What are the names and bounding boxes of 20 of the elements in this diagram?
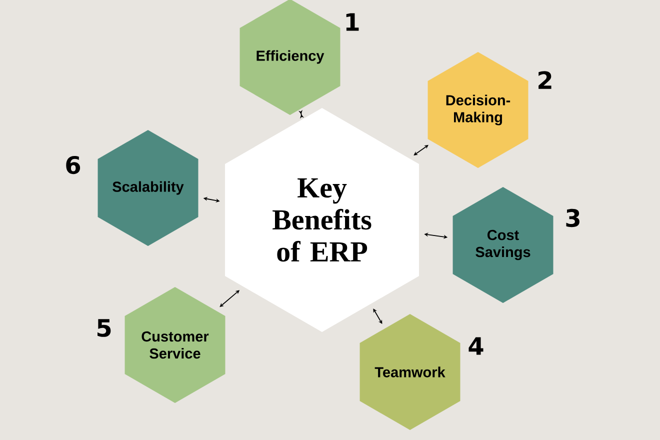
benefit-hexagon [428,52,528,168]
hexagon-label: Scalability [112,181,184,195]
center-hexagon [225,108,419,332]
step-number: 4 [468,337,484,355]
step-number: 3 [566,208,580,228]
step-number: 1 [346,13,359,31]
hexagon-label: Cost Savings [476,230,530,260]
hexagon-label: Teamwork [374,366,446,378]
benefit-hexagon [98,130,198,246]
benefit-hexagon [240,0,340,115]
hexagon-label: Decision-Making [446,94,510,126]
benefit-hexagon [360,314,460,430]
benefit-hexagon [124,287,226,403]
step-number: 5 [98,319,111,337]
step-number: 6 [66,156,80,174]
step-number: 2 [538,71,552,89]
benefit-hexagon [452,187,554,303]
hexagon-label: Key Benefits of ERP [272,178,372,262]
hexagon-label: Efficiency [256,50,324,64]
hexagon-label: Customer Service [142,331,209,359]
